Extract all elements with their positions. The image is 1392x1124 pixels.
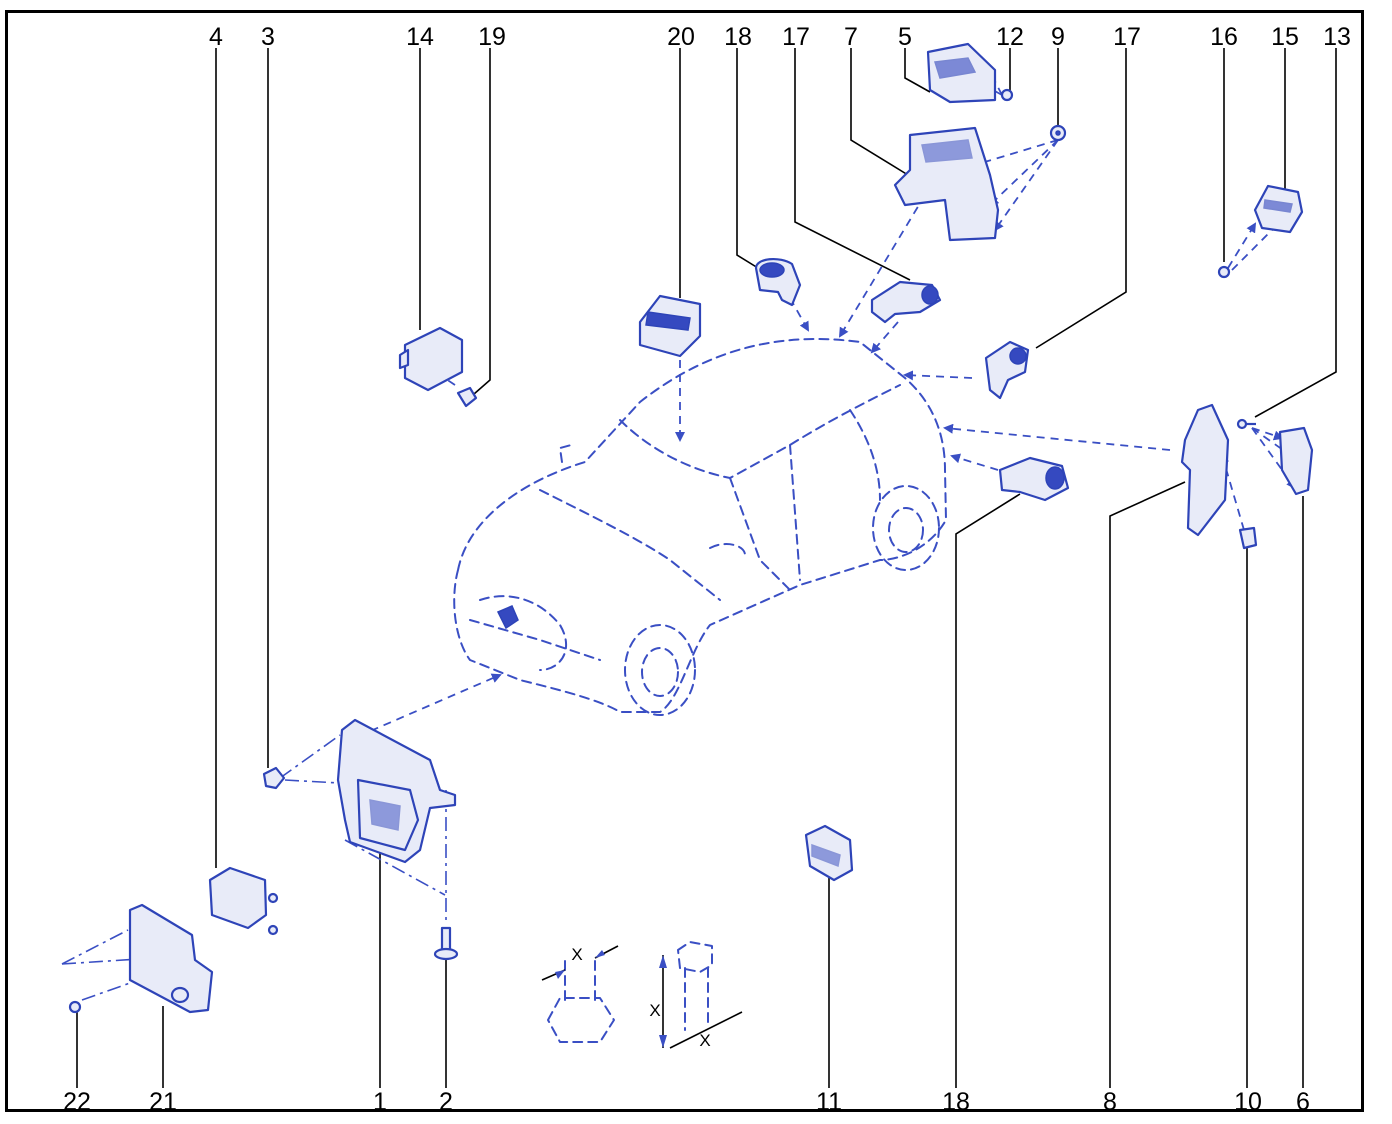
dim-label-bolt-height: X [649, 1001, 660, 1020]
part-14-module [398, 326, 464, 392]
part-10-clip [1238, 526, 1258, 550]
part-19-nut [456, 386, 478, 408]
callout-7: 7 [844, 23, 858, 51]
part-12-screw [1000, 88, 1014, 102]
assembly-arrows [61, 60, 1302, 1001]
nut-symbol [541, 945, 619, 1043]
callouts-bottom: 22 21 1 2 11 18 8 10 6 [63, 1088, 1310, 1116]
part-15-sensor-mount [1253, 184, 1304, 234]
callout-3: 3 [261, 23, 275, 51]
callout-13: 13 [1323, 23, 1351, 51]
part-4-ecu [208, 866, 279, 936]
dimension-labels: X X X [571, 945, 710, 1050]
callout-5: 5 [898, 23, 912, 51]
callout-19: 19 [478, 23, 506, 51]
part-18-sensor-upper [754, 258, 802, 307]
part-7-bracket [893, 126, 1000, 242]
part-21-bracket [128, 903, 214, 1014]
part-5-housing [926, 42, 997, 104]
part-3-nut [262, 766, 286, 790]
callout-14: 14 [406, 23, 434, 51]
part-18-sensor-lower [998, 456, 1070, 502]
callout-20: 20 [667, 23, 695, 51]
callout-17-b: 17 [1113, 23, 1141, 51]
callout-9: 9 [1051, 23, 1065, 51]
part-17-sensor-b [984, 340, 1030, 400]
callout-16: 16 [1210, 23, 1238, 51]
part-8-bracket [1180, 403, 1230, 537]
callout-17-a: 17 [782, 23, 810, 51]
bolt-symbol [659, 941, 743, 1049]
part-17-sensor-a [870, 280, 942, 324]
dim-label-nut: X [571, 945, 582, 964]
leader-lines [76, 48, 1337, 1088]
callout-21: 21 [149, 1088, 177, 1116]
callout-1: 1 [373, 1088, 387, 1116]
dim-label-bolt-width: X [699, 1031, 710, 1050]
callout-10: 10 [1234, 1088, 1262, 1116]
callout-18-bottom: 18 [942, 1088, 970, 1116]
callout-4: 4 [209, 23, 223, 51]
part-6-sensor [1278, 426, 1314, 496]
callout-15: 15 [1271, 23, 1299, 51]
callout-6: 6 [1296, 1088, 1310, 1116]
callout-12: 12 [996, 23, 1024, 51]
part-1-ecu-bracket [336, 718, 457, 864]
part-16-screw [1217, 265, 1231, 279]
part-20-camera [638, 294, 702, 358]
diagram-frame [5, 10, 1364, 1112]
callout-11: 11 [816, 1088, 842, 1116]
part-22-screw [68, 1000, 82, 1014]
part-9-clip [1049, 124, 1067, 142]
part-2-bolt [433, 926, 459, 961]
callout-8: 8 [1103, 1088, 1117, 1116]
callout-18-top: 18 [724, 23, 752, 51]
part-11-module [804, 824, 854, 882]
vehicle-outline [453, 338, 947, 716]
callouts-top: 4 3 14 19 20 18 17 7 5 12 9 17 16 15 13 [209, 23, 1351, 51]
callout-2: 2 [439, 1088, 453, 1116]
part-13-screw [1236, 418, 1256, 430]
callout-22: 22 [63, 1088, 91, 1116]
